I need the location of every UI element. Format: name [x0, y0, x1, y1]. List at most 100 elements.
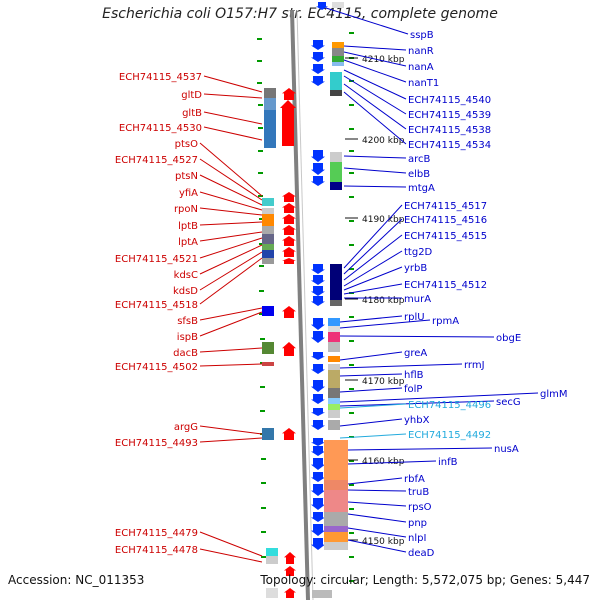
left-tick	[260, 410, 265, 412]
right-label-connector	[343, 185, 407, 188]
left-label-connector	[199, 257, 263, 305]
left-tick	[261, 482, 266, 484]
right-label-connector	[339, 403, 407, 409]
right-gene-label: nlpI	[408, 533, 426, 544]
left-tick	[260, 338, 265, 340]
left-tick	[259, 313, 264, 315]
right-label-connector	[339, 373, 403, 377]
scale-label: 4170 kbp	[362, 377, 405, 387]
gene-block	[264, 88, 276, 98]
right-gene-label: nanR	[408, 46, 434, 57]
left-gene-label: sfsB	[177, 316, 198, 327]
gene-block	[330, 264, 342, 300]
right-gene-label: ECH74115_4516	[404, 215, 487, 226]
right-label-connector	[343, 69, 407, 100]
gene-block	[262, 342, 274, 354]
gene-block	[328, 318, 340, 326]
gene-block	[262, 244, 274, 250]
reverse-arrow	[311, 64, 325, 74]
right-label-connector	[347, 460, 437, 465]
right-tick	[349, 128, 354, 130]
topology-label: Topology: circular; Length: 5,572,075 bp…	[260, 573, 590, 587]
left-tick	[257, 60, 262, 62]
gene-block	[328, 404, 340, 410]
scale-label: 4190 kbp	[362, 215, 405, 225]
left-gene-label: argG	[174, 422, 198, 433]
left-gene-label: lptA	[178, 237, 198, 248]
gene-block	[262, 208, 274, 214]
gene-block	[266, 588, 278, 598]
left-label-connector	[199, 311, 263, 337]
right-label-connector	[343, 250, 403, 287]
right-label-connector	[347, 539, 407, 553]
right-label-connector	[343, 91, 407, 145]
right-tick	[349, 508, 354, 510]
right-tick	[349, 364, 354, 366]
forward-arrow	[284, 552, 296, 564]
right-label-connector	[343, 204, 403, 269]
left-tick	[261, 531, 266, 533]
forward-arrow	[282, 88, 296, 100]
right-gene-label: nanT1	[408, 78, 439, 89]
right-tick	[349, 244, 354, 246]
right-gene-label: rbfA	[404, 474, 425, 485]
left-tick	[259, 265, 264, 267]
right-label-connector	[339, 400, 495, 407]
right-label-connector	[343, 45, 407, 51]
right-tick	[349, 388, 354, 390]
right-label-connector	[339, 363, 463, 369]
forward-arrow	[282, 192, 296, 202]
gene-block	[324, 490, 348, 512]
reverse-arrow	[311, 150, 325, 162]
reverse-arrow	[311, 380, 325, 392]
gene-block	[324, 532, 348, 542]
backbone-line	[290, 9, 310, 600]
gene-block	[328, 356, 340, 362]
left-gene-label: ptsO	[175, 139, 198, 150]
left-label-connector	[199, 251, 263, 291]
right-label-connector	[347, 477, 403, 485]
left-label-connector	[199, 174, 263, 206]
left-gene-label: ECH74115_4521	[115, 254, 198, 265]
left-gene-label: gltB	[182, 108, 202, 119]
forward-arrow	[282, 258, 296, 264]
right-tick	[349, 532, 354, 534]
left-gene-label: gltD	[181, 90, 202, 101]
right-tick	[349, 460, 354, 462]
reverse-arrow	[311, 40, 325, 50]
gene-block	[262, 214, 274, 226]
scale-label: 4200 kbp	[362, 136, 405, 146]
left-gene-label: ECH74115_4478	[115, 545, 198, 556]
right-gene-label: ECH74115_4512	[404, 280, 487, 291]
gene-block	[264, 110, 276, 148]
reverse-arrow	[311, 331, 325, 343]
scale-label: 4160 kbp	[362, 457, 405, 467]
gene-block	[328, 326, 340, 332]
right-gene-label: ttg2D	[404, 247, 433, 258]
left-tick	[260, 386, 265, 388]
left-label-connector	[199, 244, 263, 275]
left-tick	[258, 195, 263, 197]
right-label-connector	[339, 433, 407, 439]
gene-block	[332, 56, 344, 62]
forward-arrow	[282, 342, 296, 356]
right-tick	[349, 32, 354, 34]
right-label-connector	[347, 527, 407, 538]
right-gene-label: yhbX	[404, 415, 430, 426]
reverse-arrow	[311, 352, 325, 360]
left-label-connector	[199, 237, 263, 259]
right-gene-label: infB	[438, 457, 458, 468]
right-gene-label: truB	[408, 487, 429, 498]
right-label-connector	[343, 51, 407, 67]
gene-block	[328, 370, 340, 388]
left-gene-label: ECH74115_4527	[115, 155, 198, 166]
left-gene-label: ECH74115_4479	[115, 528, 198, 539]
reverse-arrow	[311, 408, 325, 416]
gene-block	[312, 590, 332, 598]
right-gene-label: ECH74115_4534	[408, 140, 491, 151]
left-tick	[259, 218, 264, 220]
left-label-connector	[199, 307, 263, 321]
right-tick	[349, 196, 354, 198]
right-gene-label: obgE	[496, 333, 521, 344]
